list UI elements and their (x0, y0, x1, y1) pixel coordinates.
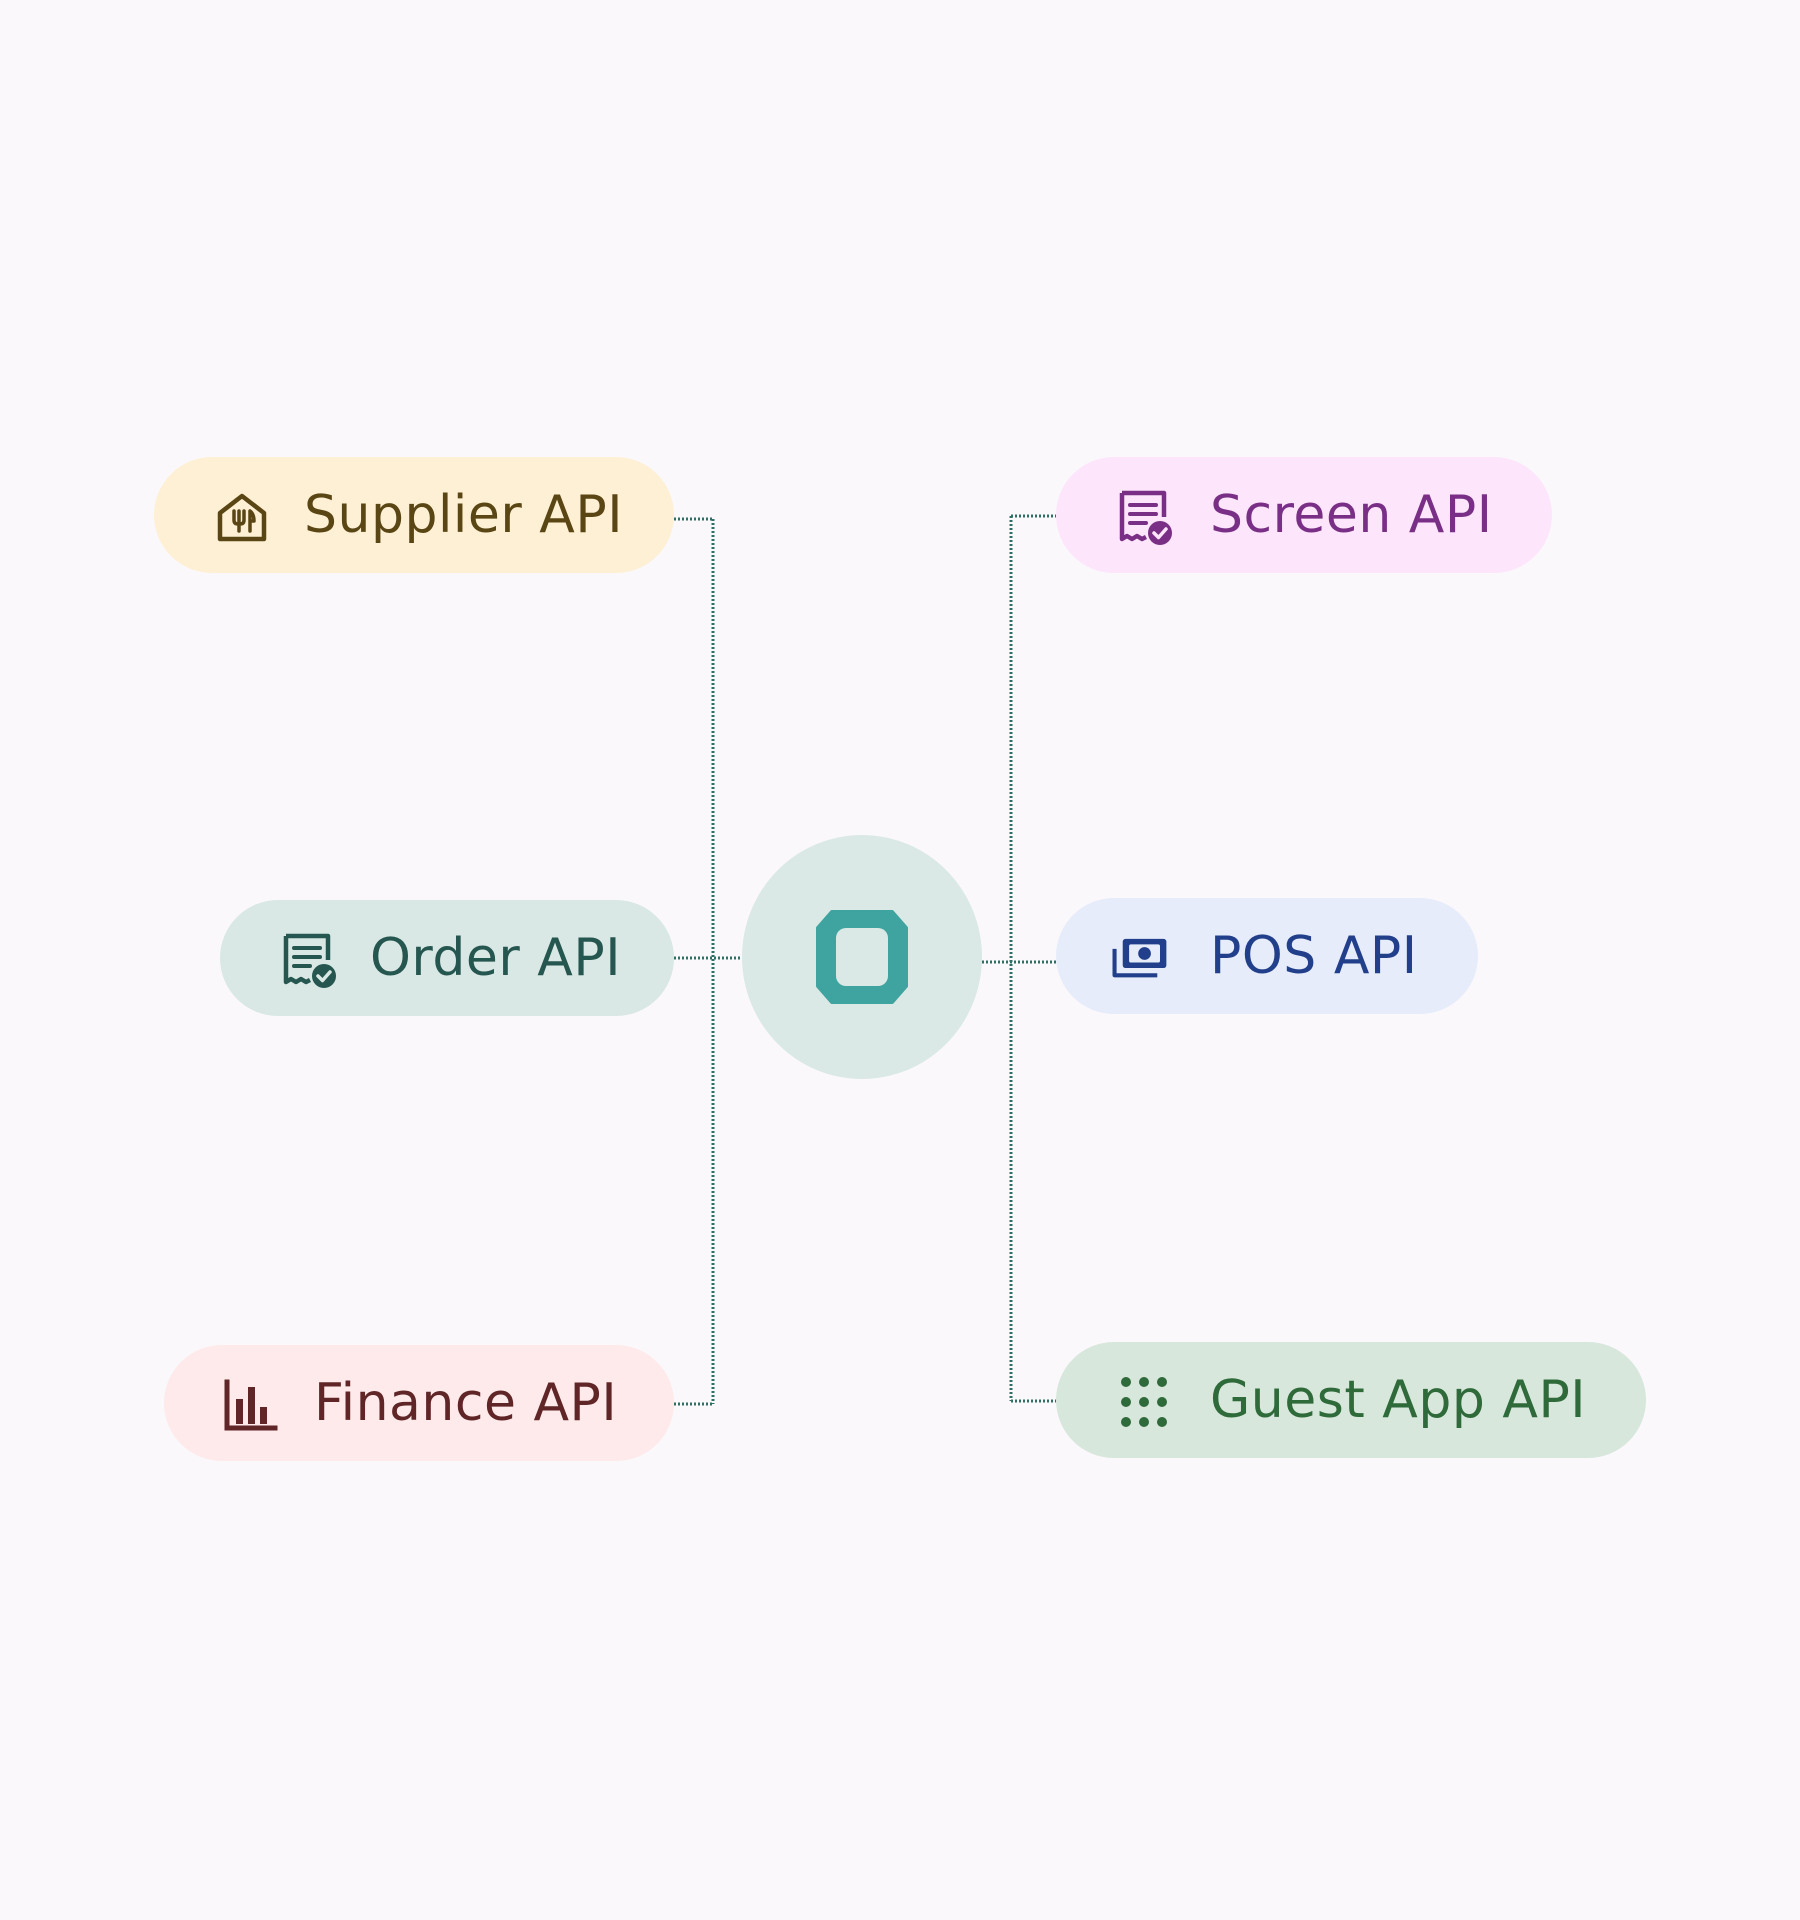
node-pos-api[interactable]: POS API (1056, 898, 1478, 1014)
node-label: Finance API (314, 1373, 618, 1433)
node-label: Screen API (1210, 485, 1493, 545)
rounded-square-icon (816, 910, 908, 1004)
cash-icon (1110, 928, 1170, 988)
node-guest-app-api[interactable]: Guest App API (1056, 1342, 1646, 1458)
node-finance-api[interactable]: Finance API (164, 1345, 674, 1461)
node-label: POS API (1210, 926, 1418, 986)
receipt-check-icon (278, 930, 338, 990)
central-hub (742, 835, 982, 1079)
bar-chart-icon (220, 1375, 280, 1435)
node-label: Order API (370, 928, 622, 988)
store-icon (212, 487, 272, 547)
node-label: Supplier API (304, 485, 624, 545)
receipt-check-icon (1114, 487, 1174, 547)
node-screen-api[interactable]: Screen API (1056, 457, 1552, 573)
node-supplier-api[interactable]: Supplier API (154, 457, 674, 573)
node-order-api[interactable]: Order API (220, 900, 674, 1016)
node-label: Guest App API (1210, 1370, 1587, 1430)
app-grid-icon (1114, 1372, 1174, 1432)
